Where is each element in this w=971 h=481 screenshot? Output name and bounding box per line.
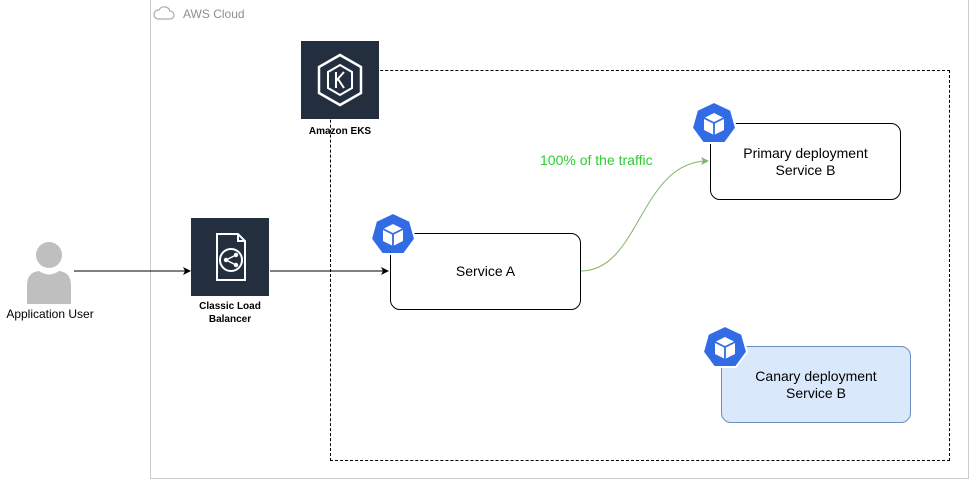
aws-cloud-label: AWS Cloud xyxy=(183,7,245,21)
primary-label-line1: Primary deployment xyxy=(743,144,868,161)
eks-cluster-boundary xyxy=(330,70,950,461)
classic-load-balancer-label: Classic Load Balancer xyxy=(180,300,280,326)
classic-load-balancer-tile xyxy=(191,218,269,296)
user-icon xyxy=(27,242,71,304)
clb-label-line2: Balancer xyxy=(208,314,252,325)
amazon-eks-label: Amazon EKS xyxy=(308,126,372,137)
clb-label-line1: Classic Load xyxy=(199,301,261,312)
kubernetes-pod-icon xyxy=(369,211,417,255)
classic-load-balancer-icon xyxy=(216,233,246,281)
canary-deployment-box: Canary deployment Service B xyxy=(721,346,911,423)
aws-cloud-group xyxy=(150,0,969,479)
service-a-label: Service A xyxy=(455,263,516,279)
primary-label-line2: Service B xyxy=(775,161,836,178)
kubernetes-pod-icon xyxy=(690,100,738,144)
application-user-label: Application User xyxy=(6,307,94,321)
traffic-percentage-label: 100% of the traffic xyxy=(540,152,653,168)
canary-label-line1: Canary deployment xyxy=(755,367,877,384)
amazon-eks-icon xyxy=(317,53,363,107)
kubernetes-pod-icon xyxy=(701,324,749,368)
canary-label-line2: Service B xyxy=(786,384,846,401)
aws-cloud-icon xyxy=(153,6,175,20)
service-a-box: Service A xyxy=(390,233,581,310)
primary-deployment-box: Primary deployment Service B xyxy=(710,123,901,200)
amazon-eks-tile xyxy=(301,41,379,119)
